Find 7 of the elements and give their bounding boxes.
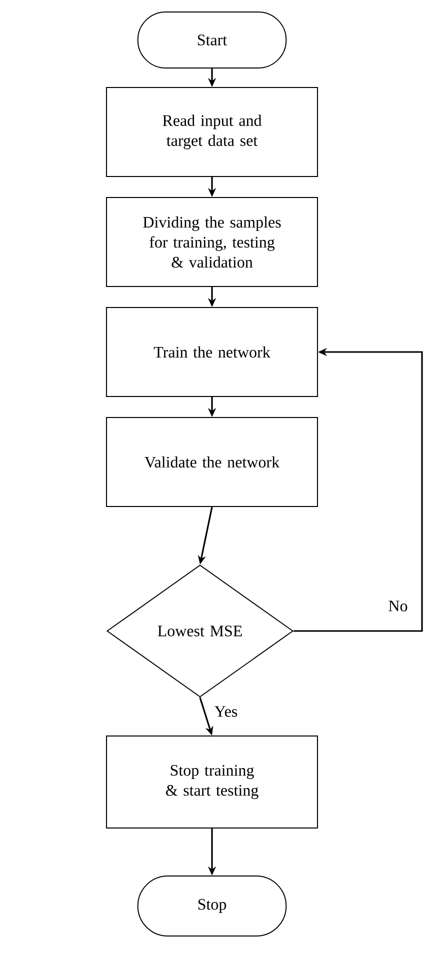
process-box: Stop training & start testing <box>106 736 318 828</box>
edge-label: No <box>387 600 409 612</box>
process-box: Train the network <box>106 307 318 397</box>
process-box: Validate the network <box>106 417 318 507</box>
process-box: Read input and target data set <box>106 87 318 177</box>
process-box: Dividing the samples for training, testing & validation <box>106 197 318 287</box>
edge-label: Yes <box>213 705 239 718</box>
